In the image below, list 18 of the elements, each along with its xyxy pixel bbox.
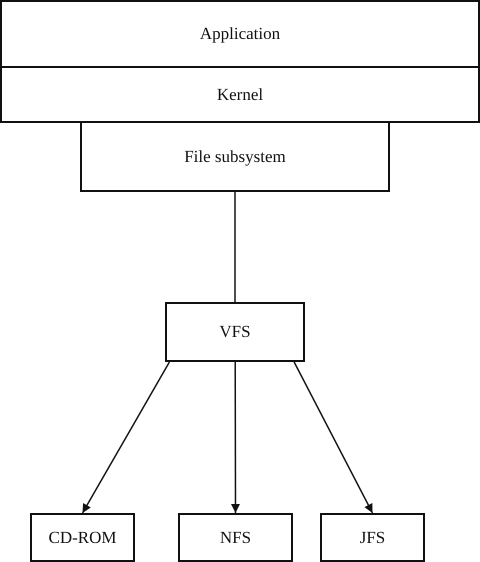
box-label: Application	[200, 24, 280, 44]
box-label: File subsystem	[184, 146, 286, 166]
box-label: VFS	[219, 322, 251, 342]
box-label: JFS	[360, 528, 386, 548]
layer-box	[178, 513, 293, 562]
layer-box	[165, 302, 305, 362]
arrow	[230, 362, 240, 513]
layer-box	[320, 513, 425, 562]
connector-line	[234, 192, 236, 302]
box-label: CD-ROM	[48, 528, 116, 548]
arrow	[82, 362, 170, 514]
box-label: NFS	[220, 528, 252, 548]
layer-box	[0, 0, 480, 68]
layer-box	[30, 513, 135, 562]
arrow	[293, 362, 374, 514]
layer-box	[80, 121, 390, 192]
layer-box	[0, 66, 480, 123]
box-label: Kernel	[216, 84, 264, 104]
